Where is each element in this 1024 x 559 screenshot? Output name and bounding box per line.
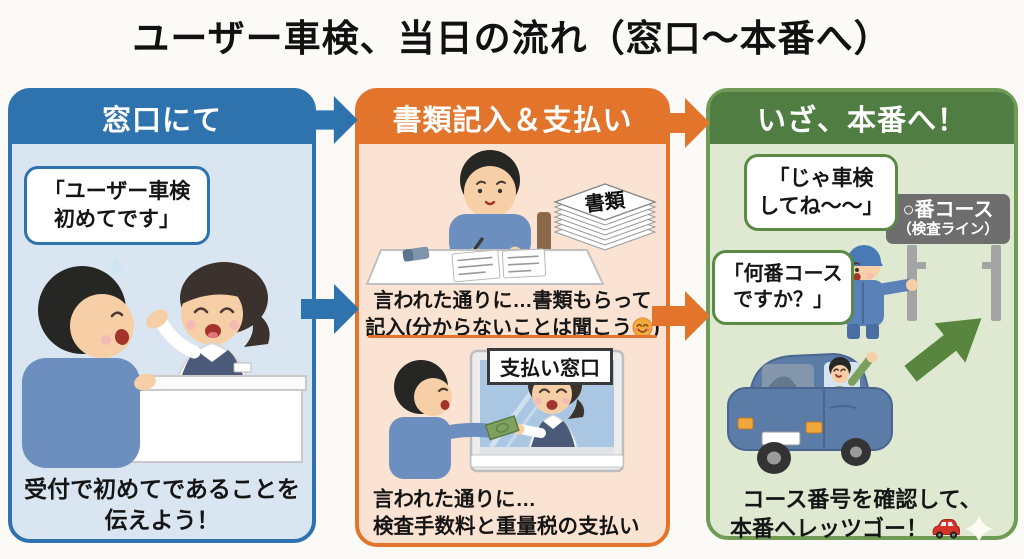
page-title: ユーザー車検、当日の流れ（窓口～本番へ） [132,18,892,59]
receptionist-figure [146,262,270,385]
money-bill [484,415,520,441]
paperwork-note: 言われた通りに…書類もらって 記入(分からないことは聞こう) [363,288,662,341]
car-figure [727,351,893,474]
course-direction-arrow [904,318,982,382]
inspection-caption: コース番号を確認して、 本番へレッツゴー！ [710,486,1014,544]
course-sign-line2: （検査ライン） [897,222,999,238]
sign-post-right [991,245,1001,321]
sign-post-bracket [982,262,991,269]
red-car-emoji-icon [932,519,961,539]
panel-inspection-line: いざ、本番へ！ 「じゃ車検 してね～～」 「何番コース ですか？」 ○番コース … [706,88,1018,544]
arrow-step1-to-step2-top [302,96,358,144]
writing-person [449,150,531,265]
documents-stack-label: 書類 [584,189,627,217]
panel-paperwork-header: 書類記入＆支払い [359,92,666,144]
sign-post-bracket [917,262,926,269]
counter-caption: 受付で初めてであることを 伝えよう！ [24,476,300,534]
inspection-caption-line1: コース番号を確認して、 [742,487,982,512]
documents-stack: 書類 [552,183,658,251]
writing-illustration: 書類 [365,150,658,285]
panel-paperwork-payment: 書類記入＆支払い [355,88,670,547]
smiley-emoji-icon [632,317,653,338]
customer-figure [22,256,156,468]
panel-counter-header: 窓口にて [12,92,312,144]
panel-inspection-header: いざ、本番へ！ [710,92,1014,144]
arrow-step1-to-step2-mid [301,284,359,334]
sparkle-icon [965,515,993,544]
arrow-step2-to-step3-top [652,98,710,148]
payment-note: 言われた通りに… 検査手数料と重量税の支払い [373,488,640,539]
course-sign: ○番コース （検査ライン） [886,194,1010,245]
payment-customer [389,360,501,479]
paperwork-note-line2: 記入(分からないことは聞こう [365,316,632,339]
section-divider [368,335,657,338]
driver-speech-bubble: 「何番コース ですか？」 [712,250,854,325]
inspection-caption-line2: 本番へレッツゴー！ [729,516,928,542]
course-sign-line1: ○番コース [902,199,994,221]
panel-counter: 窓口にて 「ユーザー車検 初めてです」 [8,88,316,543]
paperwork-note-close: ) [653,316,660,339]
counter-speech-bubble: 「ユーザー車検 初めてです」 [24,166,210,246]
reception-illustration [22,256,307,468]
inspector-speech-bubble: 「じゃ車検 してね～～」 [744,154,898,232]
arrow-step2-to-step3-mid [652,291,710,341]
car-illustration [727,351,893,474]
paperwork-note-line1: 言われた通りに…書類もらって [373,290,652,312]
payment-window-label: 支払い窓口 [487,348,613,385]
